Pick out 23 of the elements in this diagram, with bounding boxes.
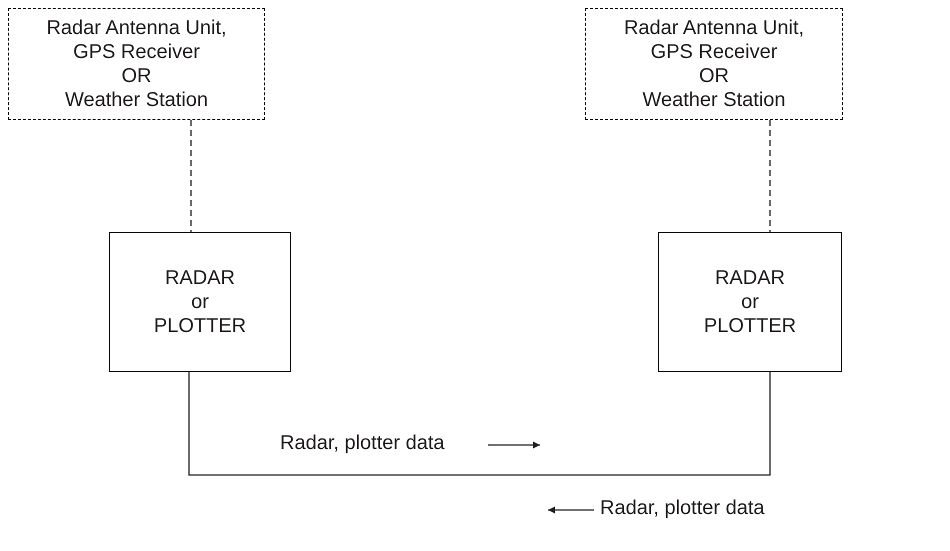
signal-label: Radar, plotter data bbox=[600, 497, 765, 520]
box-text: Weather Station bbox=[64, 88, 208, 112]
cable-line bbox=[188, 372, 771, 476]
box-text: GPS Receiver bbox=[73, 40, 200, 64]
box-text: OR bbox=[122, 64, 152, 88]
device-box bbox=[658, 232, 842, 372]
box-text: RADAR bbox=[714, 266, 785, 290]
box-text: or bbox=[741, 290, 759, 314]
box-text: PLOTTER bbox=[704, 314, 796, 338]
dashed-box bbox=[8, 8, 265, 120]
dashed-box bbox=[585, 8, 843, 120]
box-text: PLOTTER bbox=[154, 314, 246, 338]
box-text: RADAR bbox=[164, 266, 235, 290]
signal-label: Radar, plotter data bbox=[280, 432, 445, 455]
dashed-connector bbox=[190, 120, 192, 232]
box-text: Weather Station bbox=[642, 88, 786, 112]
box-text: Radar Antenna Unit, bbox=[46, 16, 227, 40]
box-text: OR bbox=[699, 64, 729, 88]
box-text: or bbox=[191, 290, 209, 314]
device-box bbox=[109, 232, 291, 372]
dashed-connector bbox=[769, 120, 771, 232]
box-text: GPS Receiver bbox=[650, 40, 778, 64]
box-text: Radar Antenna Unit, bbox=[624, 16, 804, 40]
